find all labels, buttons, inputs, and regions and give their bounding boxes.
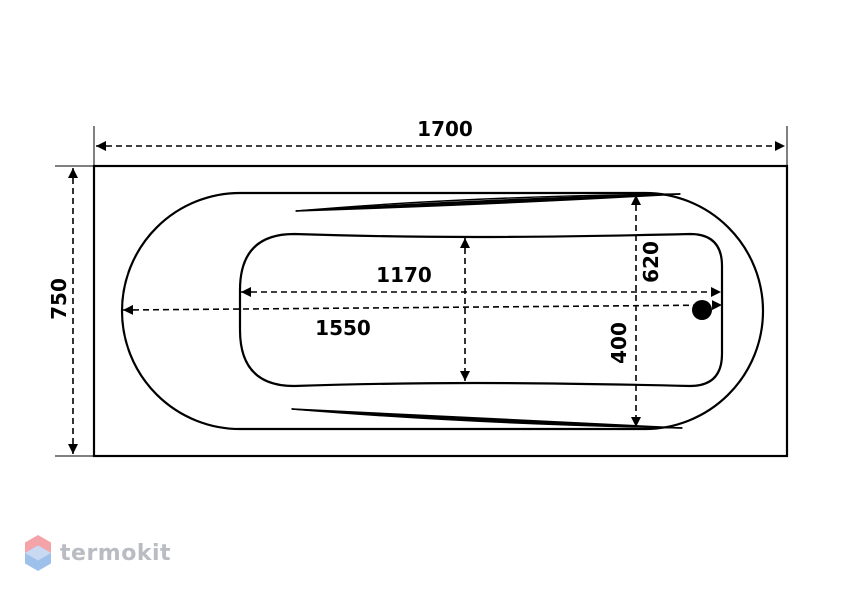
label-overall-length: 1700 xyxy=(417,117,473,141)
label-depth: 400 xyxy=(607,322,631,364)
watermark-brand: termokit xyxy=(60,540,172,566)
bathtub-bottom xyxy=(238,232,724,388)
drain-icon xyxy=(692,300,712,320)
bathtub-outline xyxy=(92,164,789,458)
label-inner-length: 1550 xyxy=(315,316,371,340)
label-overall-width: 750 xyxy=(47,278,71,320)
watermark: termokit xyxy=(24,534,171,572)
armrest-swoosh-bottom-edge xyxy=(291,408,683,429)
label-bottom-length: 1170 xyxy=(376,263,432,287)
armrest-swoosh-bottom xyxy=(291,408,683,429)
dimension-line-1550 xyxy=(122,300,723,315)
label-bottom-width: 620 xyxy=(639,241,663,283)
armrest-swoosh-top-edge xyxy=(295,193,681,212)
termokit-logo-icon xyxy=(25,535,51,571)
bathtub-rim xyxy=(120,191,765,431)
armrest-swoosh-top xyxy=(295,193,681,212)
